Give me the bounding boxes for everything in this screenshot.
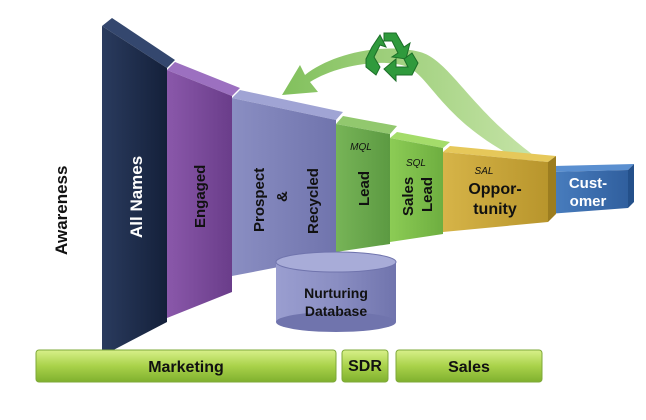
bar-marketing: Marketing — [35, 349, 337, 383]
bar-sdr: SDR — [341, 349, 389, 383]
tag-mql: MQL — [350, 142, 372, 153]
nurturing-database: Nurturing Database — [275, 251, 397, 332]
stage-opportunity — [443, 146, 556, 232]
bar-sales: Sales — [395, 349, 543, 383]
bar-sales-label: Sales — [448, 359, 490, 376]
stage-customer — [548, 164, 634, 214]
recycle-icon — [365, 32, 419, 83]
database-label-line2: Database — [305, 303, 367, 319]
label-opportunity-2: tunity — [473, 201, 517, 218]
label-recycled: Recycled — [305, 168, 322, 234]
stage-prospect-recycled — [232, 90, 343, 276]
label-sales-lead-2: Lead — [419, 177, 436, 212]
label-all-names: All Names — [127, 156, 146, 238]
label-customer-1: Cust- — [569, 175, 607, 192]
label-prospect: Prospect — [251, 168, 268, 232]
tag-sal: SAL — [475, 166, 494, 177]
database-label-line1: Nurturing — [304, 285, 368, 301]
stage-sales-lead — [390, 132, 450, 242]
stage-engaged — [167, 62, 240, 318]
tag-sql: SQL — [406, 158, 426, 169]
label-opportunity-1: Oppor- — [468, 181, 521, 198]
stage-all-names — [102, 18, 175, 356]
label-sales: Sales — [400, 177, 417, 216]
recycle-arrow — [282, 48, 540, 160]
label-engaged: Engaged — [192, 165, 209, 228]
stage-lead — [336, 116, 397, 252]
bar-marketing-label: Marketing — [148, 359, 224, 376]
label-ampersand: & — [274, 191, 291, 202]
awareness-label: Awareness — [52, 166, 71, 255]
bar-sdr-label: SDR — [348, 358, 382, 375]
label-lead: Lead — [356, 171, 373, 206]
label-customer-2: omer — [570, 193, 607, 210]
